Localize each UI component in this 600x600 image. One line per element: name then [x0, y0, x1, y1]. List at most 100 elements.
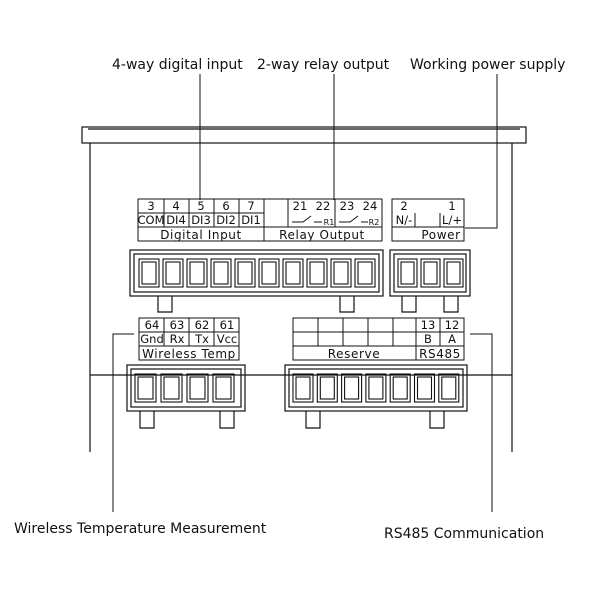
callout-wireless-temp: Wireless Temperature Measurement	[14, 521, 267, 537]
rs485-number: 13	[421, 318, 436, 332]
relay-tag: R1	[324, 218, 335, 227]
rs485-label-block: 13 12 B A Reserve RS485	[292, 317, 465, 361]
terminal-pin-inner	[392, 376, 408, 400]
terminal-pin-inner	[416, 376, 433, 400]
terminal-pin	[306, 258, 328, 288]
wireless-label: Gnd	[140, 332, 164, 346]
terminal-pin-inner	[446, 261, 461, 285]
terminal-pin	[234, 258, 256, 288]
power-number: 2	[400, 199, 407, 213]
terminal-pin	[341, 373, 363, 403]
power-label: N/-	[396, 213, 413, 227]
terminal-pin-inner	[137, 376, 154, 400]
relay-number: 24	[363, 199, 378, 213]
wireless-label: Tx	[194, 332, 209, 346]
terminal-pin-inner	[441, 376, 457, 400]
terminal-pin-inner	[163, 376, 180, 400]
terminal-pin	[138, 258, 160, 288]
terminal-pin	[316, 373, 338, 403]
terminal-pin-inner	[295, 376, 311, 400]
relay-output-label-block: 21 22 23 24 R1 R2 Relay Output	[263, 198, 383, 242]
digital-input-label: COM	[137, 213, 164, 227]
relay-number: 21	[293, 199, 308, 213]
relay-tag: R2	[369, 218, 380, 227]
power-group-label: Power	[421, 228, 460, 242]
callout-digital-input: 4-way digital input	[112, 57, 243, 73]
terminal-pin	[210, 258, 232, 288]
terminal-pin	[438, 373, 460, 403]
rs485-group-label: RS485	[419, 347, 461, 361]
leader-lines	[112, 74, 498, 512]
reserve-label: Reserve	[328, 347, 380, 361]
terminal-pin	[212, 373, 235, 403]
digital-input-label: DI4	[166, 213, 186, 227]
wireless-terminal-connector	[126, 364, 246, 429]
terminal-pin	[389, 373, 411, 403]
wireless-label: Vcc	[217, 332, 238, 346]
rs485-terminal-pins	[292, 373, 460, 403]
terminal-pin-inner	[237, 261, 253, 285]
terminal-pin	[330, 258, 352, 288]
terminal-pin-inner	[400, 261, 415, 285]
rs485-terminal-connector	[284, 364, 468, 429]
terminal-pin-inner	[368, 376, 384, 400]
terminal-pin	[354, 258, 376, 288]
digital-input-number: 7	[247, 199, 254, 213]
terminal-pin-inner	[189, 376, 206, 400]
terminal-pin-inner	[213, 261, 229, 285]
terminal-pin-inner	[189, 261, 205, 285]
wireless-number: 63	[170, 318, 185, 332]
device-housing	[81, 126, 527, 452]
rs485-number: 12	[445, 318, 460, 332]
callout-rs485-comm: RS485 Communication	[384, 526, 544, 542]
wireless-label: Rx	[170, 332, 185, 346]
power-terminal-pins	[397, 258, 464, 288]
terminal-pin	[413, 373, 436, 403]
top-terminal-pins	[138, 258, 376, 288]
terminal-pin	[186, 373, 209, 403]
terminal-pin-inner	[141, 261, 157, 285]
terminal-pin	[258, 258, 280, 288]
terminal-pin	[365, 373, 387, 403]
terminal-pin-inner	[357, 261, 373, 285]
digital-input-number: 6	[222, 199, 229, 213]
callout-power-supply: Working power supply	[410, 57, 565, 73]
terminal-pin-inner	[165, 261, 181, 285]
digital-input-label: DI1	[241, 213, 261, 227]
top-terminal-connector	[129, 249, 384, 313]
wireless-number: 61	[220, 318, 235, 332]
power-label-block: 2 1 N/- L/+ Power	[391, 198, 465, 242]
digital-input-label: DI3	[191, 213, 211, 227]
callout-relay-output: 2-way relay output	[257, 57, 390, 73]
wireless-temp-label-block: 64 63 62 61 Gnd Rx Tx Vcc Wireless Temp	[138, 317, 240, 361]
power-label: L/+	[442, 213, 462, 227]
power-number: 1	[448, 199, 455, 213]
terminal-pin-inner	[423, 261, 438, 285]
terminal-pin-inner	[215, 376, 232, 400]
terminal-pin	[292, 373, 314, 403]
terminal-pin-inner	[261, 261, 277, 285]
terminal-pin-inner	[319, 376, 335, 400]
wireless-group-label: Wireless Temp	[142, 347, 236, 361]
terminal-pin	[134, 373, 157, 403]
wireless-terminal-pins	[134, 373, 235, 403]
terminal-pin	[420, 258, 441, 288]
digital-input-label-block: 3 4 5 6 7 COM DI4 DI3 DI2 DI1 Digital In…	[137, 198, 265, 242]
terminal-pin	[443, 258, 464, 288]
terminal-pin-inner	[333, 261, 349, 285]
terminal-pin	[397, 258, 418, 288]
digital-input-number: 3	[147, 199, 154, 213]
power-terminal-connector	[389, 249, 471, 313]
wireless-number: 64	[145, 318, 160, 332]
terminal-pin	[282, 258, 304, 288]
relay-number: 23	[340, 199, 355, 213]
digital-input-label: DI2	[216, 213, 236, 227]
rs485-label: B	[424, 332, 432, 346]
rs485-label: A	[448, 332, 456, 346]
terminal-pin-inner	[285, 261, 301, 285]
terminal-pin	[160, 373, 183, 403]
relay-output-group-label: Relay Output	[279, 228, 365, 242]
digital-input-group-label: Digital Input	[160, 228, 242, 242]
digital-input-number: 4	[172, 199, 179, 213]
